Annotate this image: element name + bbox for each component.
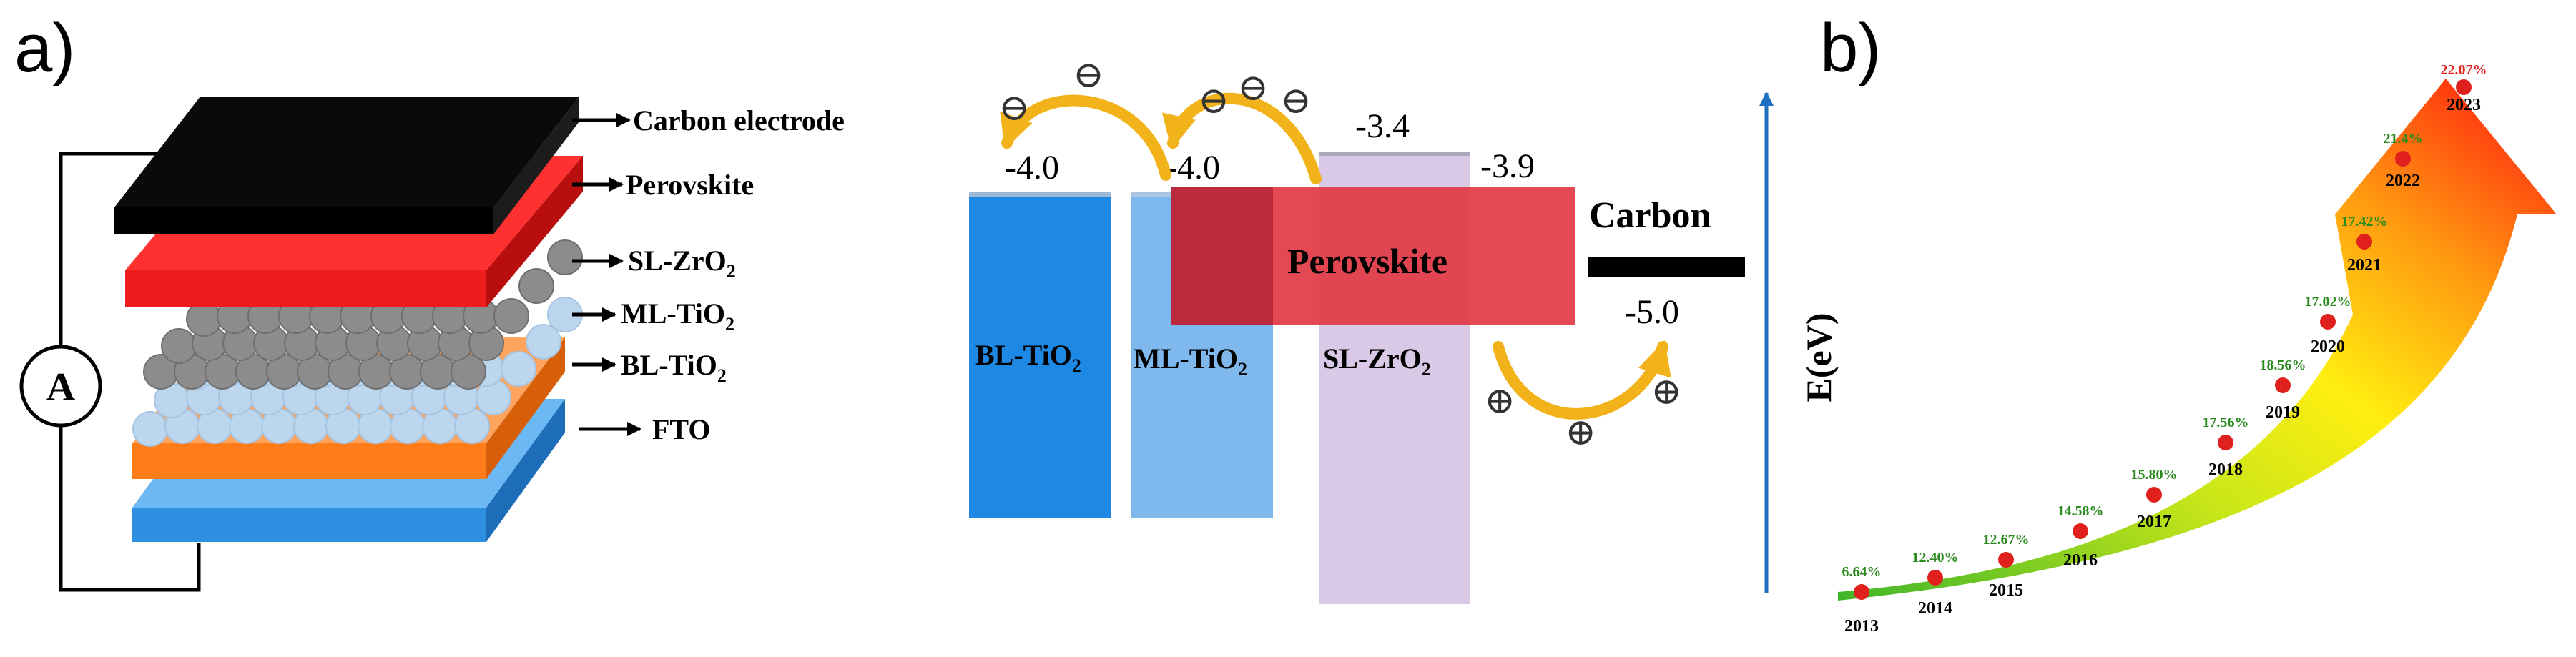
label-bl-tio2: BL-TiO2 xyxy=(621,349,727,386)
level-values: -4.0 -4.0 -3.4 -3.9 -5.0 xyxy=(1005,107,1679,331)
label-carbon-electrode: Carbon electrode xyxy=(633,104,845,137)
hole-icon: ⊕ xyxy=(1565,413,1596,453)
level-sl-zro2: -3.4 xyxy=(1355,107,1410,145)
efficiency-value-label: 17.56% xyxy=(2203,415,2249,430)
year-label: 2016 xyxy=(2063,551,2098,570)
label-sl-zro2: SL-ZrO2 xyxy=(628,244,736,282)
circuit-wire-bottom xyxy=(59,418,201,592)
year-label: 2017 xyxy=(2137,513,2171,531)
year-label: 2019 xyxy=(2266,403,2300,422)
efficiency-chart: 6.64% 2013 12.40% 2014 12.67% 2015 14.58% 2016 1… xyxy=(1842,62,2487,636)
panel-a-label: a) xyxy=(14,10,75,87)
year-label: 2023 xyxy=(2447,96,2481,114)
energy-level-diagram: BL-TiO2 ML-TiO2 SL-ZrO2 Perovskite Carbo… xyxy=(969,55,1839,604)
electron-transfer-arrow xyxy=(1000,94,1171,181)
label-bar-ml-tio2: ML-TiO2 xyxy=(1134,342,1247,380)
charge-carriers: ⊖ ⊖ ⊖ ⊖ ⊖ ⊕ ⊕ ⊕ xyxy=(998,55,1682,453)
level-ml-tio2: -4.0 xyxy=(1166,149,1220,187)
hole-transfer-arrow xyxy=(1493,340,1671,420)
bar-labels: BL-TiO2 ML-TiO2 SL-ZrO2 Perovskite Carbo… xyxy=(975,195,1711,380)
efficiency-value-label: 6.64% xyxy=(1842,564,1882,580)
efficiency-point xyxy=(2395,151,2411,167)
label-ml-tio2: ML-TiO2 xyxy=(621,297,734,335)
efficiency-point xyxy=(2456,79,2472,95)
electron-icon: ⊖ xyxy=(1073,55,1104,96)
electron-icon: ⊖ xyxy=(1280,81,1312,122)
label-perovskite-box: Perovskite xyxy=(1287,241,1447,281)
label-bar-bl-tio2: BL-TiO2 xyxy=(975,339,1081,376)
external-circuit: A xyxy=(19,152,201,592)
efficiency-value-label: 18.56% xyxy=(2260,357,2306,373)
year-label: 2022 xyxy=(2386,172,2420,190)
efficiency-value-label: 12.40% xyxy=(1912,550,1959,565)
efficiency-value-label: 17.02% xyxy=(2305,294,2351,310)
efficiency-point xyxy=(2275,377,2291,393)
label-carbon: Carbon xyxy=(1589,195,1711,236)
level-bl-tio2: -4.0 xyxy=(1005,149,1059,187)
label-bar-sl-zro2: SL-ZrO2 xyxy=(1323,342,1431,380)
electron-icon: ⊖ xyxy=(998,88,1030,129)
hole-icon: ⊕ xyxy=(1651,372,1682,413)
year-label: 2015 xyxy=(1989,581,2023,600)
layer-carbon-electrode xyxy=(114,97,579,234)
year-label: 2013 xyxy=(1844,617,1879,636)
electron-icon: ⊖ xyxy=(1237,68,1269,109)
efficiency-value-label: 14.58% xyxy=(2058,503,2104,519)
panel-b: b) 6.64% 2013 12.40% 2014 12.67% 2015 14.58% 20… xyxy=(1820,10,2557,636)
year-label: 2020 xyxy=(2311,337,2345,356)
level-perovskite: -3.9 xyxy=(1480,147,1535,185)
year-label: 2014 xyxy=(1918,599,1952,618)
level-carbon: -5.0 xyxy=(1625,293,1679,331)
efficiency-point xyxy=(1854,584,1869,600)
bar-perovskite-overlap xyxy=(1171,187,1273,325)
electron-icon: ⊖ xyxy=(1198,81,1229,122)
year-label: 2021 xyxy=(2347,256,2381,275)
energy-axis-label: E(eV) xyxy=(1799,313,1839,402)
ammeter-icon xyxy=(19,345,102,428)
label-perovskite: Perovskite xyxy=(626,169,754,201)
efficiency-point xyxy=(2146,487,2162,503)
efficiency-value-label: 17.42% xyxy=(2341,214,2388,229)
circuit-wire xyxy=(59,152,200,354)
ammeter-label: A xyxy=(46,365,76,410)
efficiency-point xyxy=(2218,435,2233,450)
layer-labels: Carbon electrode Perovskite SL-ZrO2 ML-T… xyxy=(572,104,845,445)
efficiency-point xyxy=(2073,523,2088,539)
efficiency-value-label: 22.07% xyxy=(2441,62,2487,78)
efficiency-point xyxy=(1998,552,2014,568)
label-fto: FTO xyxy=(652,413,711,445)
efficiency-point xyxy=(2320,314,2336,330)
electron-transfer-arrow xyxy=(1161,92,1322,184)
carbon-level xyxy=(1588,257,1745,277)
year-label: 2018 xyxy=(2208,460,2243,479)
efficiency-value-label: 21.4% xyxy=(2384,131,2423,147)
hole-icon: ⊕ xyxy=(1484,381,1515,422)
bar-bl-tio2 xyxy=(969,194,1111,518)
efficiency-point xyxy=(2356,234,2372,250)
panel-a: a) A xyxy=(14,10,845,592)
growth-arrow xyxy=(1838,79,2557,601)
panel-b-label: b) xyxy=(1820,10,1881,87)
efficiency-value-label: 15.80% xyxy=(2131,467,2178,483)
efficiency-value-label: 12.67% xyxy=(1983,532,2030,548)
efficiency-point xyxy=(1927,570,1943,586)
